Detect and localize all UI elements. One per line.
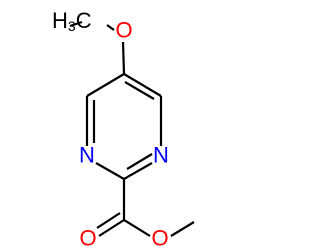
bond-c-o-double <box>98 219 125 237</box>
ester-oxygen-label: O <box>151 226 168 250</box>
bond-c5-c6 <box>123 73 162 97</box>
ring-nitrogen-left-label: N <box>79 143 95 168</box>
methoxy-oxygen-label: O <box>115 18 132 43</box>
bond-c5-c6-inner <box>124 81 155 100</box>
carbonyl-oxygen-label: O <box>79 226 96 250</box>
bond-methyl-link <box>106 24 115 31</box>
bond-c-o-double-inner <box>96 212 121 229</box>
bond-n1-c2-inner <box>126 153 153 170</box>
bond-o-c5 <box>121 41 126 75</box>
bond-n1-c2 <box>123 162 153 180</box>
molecule-diagram: H3C O N N O O <box>52 8 195 250</box>
ring-nitrogen-right-label: N <box>153 143 169 168</box>
bond-c5-c4 <box>86 73 125 97</box>
bond-n3-c2 <box>95 162 125 180</box>
methoxy-ch3-label: H3C <box>52 8 92 35</box>
bond-ch3-o <box>69 20 83 28</box>
bond-c-o-ester <box>123 219 151 237</box>
bond-o-methyl <box>170 221 195 237</box>
